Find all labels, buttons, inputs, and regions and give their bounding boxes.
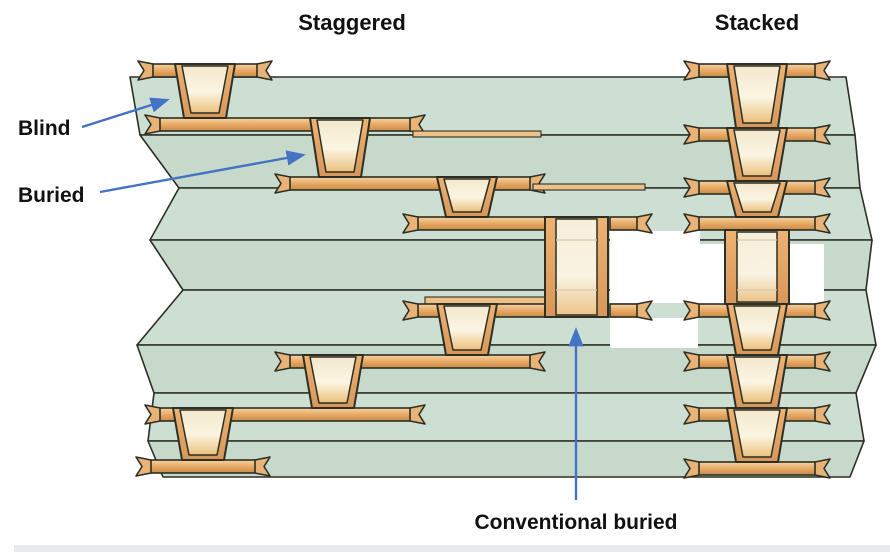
conventional-buried-via [544,216,609,318]
land-flare [135,456,152,477]
stacked-buried-via [724,229,790,305]
land-flare [814,213,831,234]
via-cup-inner [443,178,491,213]
title-stacked: Stacked [715,10,799,35]
land-flare [636,213,653,234]
thin-trace [412,130,542,138]
land-flare [683,300,700,321]
thin-trace [424,296,546,305]
staggered-microvia-4 [436,303,498,356]
land-flare [814,124,831,145]
land-flare [683,124,700,145]
stacked-microvia-1 [726,63,788,129]
blind-microvia [174,63,236,119]
via-cup-inner [733,409,781,458]
buried-barrel-inner [736,231,778,303]
stacked-microvia-2 [726,127,788,182]
clearance-gap [789,244,824,304]
stacked-microvia-3 [726,180,788,218]
land-flare [683,458,700,479]
via-cup-inner [733,356,781,404]
thin-trace [532,183,646,191]
buried-arrow-icon [99,150,306,194]
staggered-microvia-3 [436,176,498,218]
land-trace [154,117,416,132]
via-cup-inner [443,305,491,351]
land-flare [402,213,419,234]
land-flare [529,351,546,372]
staggered-microvias [172,63,498,461]
land-flare [683,213,700,234]
via-cup-inner [733,129,781,177]
land-flare [814,458,831,479]
title-staggered: Staggered [298,10,406,35]
land-trace [693,216,821,231]
clearance-gap [610,231,700,303]
stacked-microvia-6 [726,407,788,463]
via-cup-inner [733,65,781,124]
land-flare [814,300,831,321]
land-flare [254,456,271,477]
land-flare [636,300,653,321]
buried-barrel-inner [555,218,598,316]
land-flare [274,351,291,372]
label-buried: Buried [18,184,85,207]
bottom-edge-strip [14,545,890,552]
land-flare [274,173,291,194]
land-flare [814,404,831,425]
land-trace [145,459,261,474]
via-cup-inner [733,305,781,351]
staggered-microvia-5 [302,354,364,409]
land-trace [693,461,821,476]
land-flare [409,114,426,135]
land-flare [144,114,161,135]
staggered-microvia-6 [172,407,234,461]
land-flare [683,351,700,372]
clearance-gap [694,244,725,304]
via-cup-inner [316,119,364,173]
land-flare [814,177,831,198]
land-flare [814,60,831,81]
stacked-microvia-5 [726,354,788,409]
land-trace [412,216,546,231]
land-flare [137,60,154,81]
stacked-microvias [726,63,788,463]
land-flare [402,300,419,321]
buried-microvia [309,117,371,178]
land-flare [409,404,426,425]
clearance-gap [610,318,698,348]
via-cup-inner [733,182,781,213]
label-blind: Blind [18,117,71,140]
land-flare [683,60,700,81]
land-flare [144,404,161,425]
blind-arrow-icon [81,97,170,129]
annotation-arrows [81,97,584,500]
land-flare [814,351,831,372]
land-flare [683,404,700,425]
via-clearance-gaps [610,231,824,348]
land-flare [683,177,700,198]
via-cup-inner [309,356,357,404]
label-conventional-buried: Conventional buried [474,511,677,534]
diagram-labels: Staggered Stacked Blind Buried Conventio… [18,10,799,534]
stacked-microvia-4 [726,303,788,356]
via-cup-inner [181,65,229,114]
land-flare [256,60,273,81]
via-cup-inner [179,409,227,456]
